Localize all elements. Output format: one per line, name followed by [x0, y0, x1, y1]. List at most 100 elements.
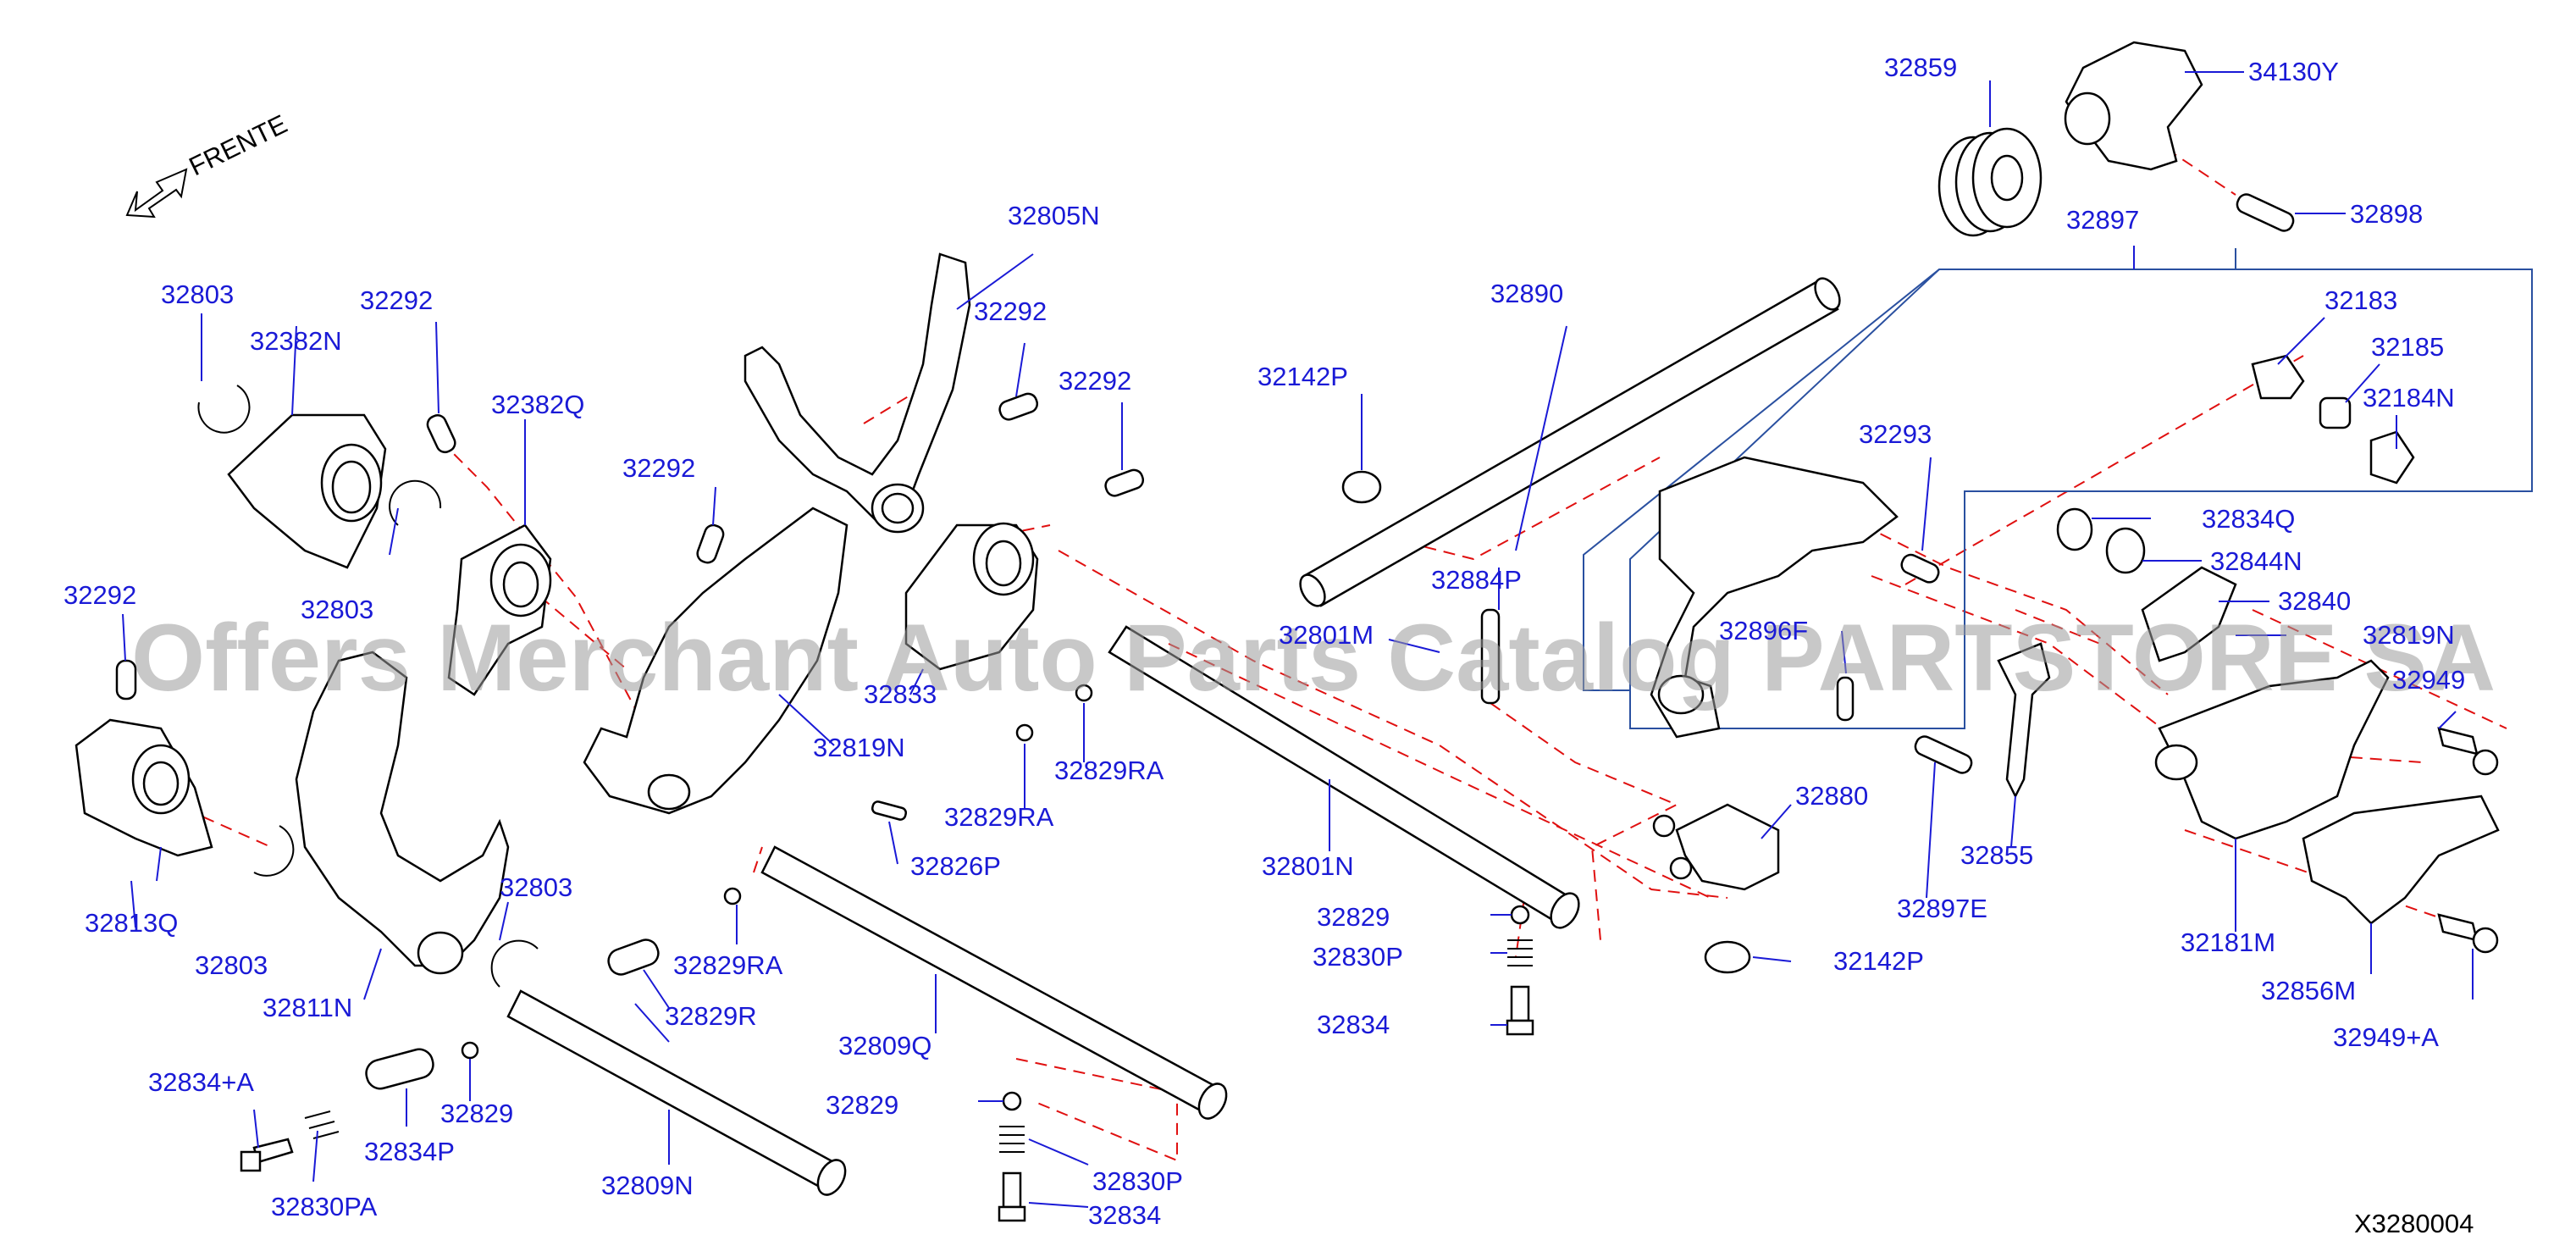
part-label: 32898 — [2350, 199, 2423, 229]
spring-icon — [1507, 939, 1533, 966]
detent-ball-icon — [1002, 1091, 1022, 1111]
rubber-boot-icon — [1938, 127, 2043, 237]
part-label: 32884P — [1431, 565, 1522, 595]
link-rod-icon — [1997, 642, 2051, 799]
part-label: 32292 — [1059, 366, 1131, 396]
part-label: 32142P — [1258, 362, 1348, 391]
part-label: 32829 — [826, 1090, 898, 1120]
part-label: 32142P — [1833, 946, 1924, 976]
diagram-code: X3280004 — [2354, 1209, 2474, 1238]
part-label: 32292 — [64, 580, 136, 610]
part-label: 32859 — [1884, 53, 1957, 82]
bolt-icon — [2437, 727, 2479, 756]
part-label: 32826P — [910, 851, 1001, 881]
detent-block-icon — [1675, 803, 1780, 891]
part-label: 32830P — [1092, 1166, 1183, 1196]
part-label: 32897 — [2066, 205, 2139, 235]
part-label: 32293 — [1859, 419, 1932, 449]
part-label: 32844N — [2210, 546, 2302, 576]
part-label: 32834 — [1088, 1200, 1161, 1230]
part-label: 32811N — [263, 993, 352, 1022]
bolt-icon — [2369, 430, 2415, 485]
pin-icon — [871, 800, 908, 821]
shift-rod-icon — [760, 845, 1221, 1116]
bolt-head-icon — [2472, 927, 2499, 954]
part-label: 34130Y — [2248, 57, 2339, 86]
shift-fork-icon — [295, 651, 510, 967]
front-direction-arrow-icon — [125, 168, 188, 219]
pin-icon — [115, 659, 137, 700]
bushing-icon — [2056, 507, 2093, 551]
part-label: 32801M — [1279, 620, 1374, 650]
bolt-head-icon — [2472, 749, 2499, 776]
plug-icon — [365, 1048, 434, 1090]
part-label: 32829 — [1317, 902, 1390, 932]
pin-icon — [1914, 735, 1973, 774]
part-label: 32840 — [2278, 586, 2351, 616]
bushing-icon — [2105, 527, 2146, 574]
part-label: 32855 — [1960, 840, 2033, 870]
front-direction-label: FRENTE — [185, 108, 292, 181]
part-label: 32801N — [1262, 851, 1354, 881]
spring-icon — [304, 1110, 340, 1139]
bolt-icon — [1002, 1171, 1022, 1209]
leader-lines — [122, 71, 2474, 1208]
part-label: 32819N — [2363, 620, 2455, 650]
plug-icon — [607, 939, 660, 976]
pin-icon — [696, 523, 725, 564]
bracket-icon — [2302, 795, 2500, 925]
part-label: 32292 — [360, 285, 433, 315]
part-label: 32949 — [2392, 665, 2465, 695]
retaining-ring-icon — [490, 939, 539, 988]
part-label: 32819N — [813, 733, 905, 762]
part-label: 32880 — [1795, 781, 1868, 811]
pin-icon — [1836, 676, 1855, 722]
parts-artwork — [75, 41, 2500, 1222]
part-label: 32949+A — [2333, 1022, 2439, 1052]
part-label: 32382Q — [491, 390, 584, 419]
bolt-icon — [1510, 985, 1530, 1022]
retaining-ring-icon — [389, 479, 442, 526]
part-label: 32181M — [2181, 928, 2275, 957]
roll-pin-icon — [2236, 193, 2295, 232]
pin-icon — [1104, 468, 1145, 497]
part-label: 32830PA — [271, 1192, 378, 1221]
assembly-group-box — [1583, 248, 2533, 729]
part-label: 32809Q — [838, 1031, 931, 1060]
part-label: 32805N — [1008, 201, 1100, 230]
pin-icon — [426, 414, 456, 454]
part-label: 32382N — [250, 326, 342, 356]
bracket-frame-icon — [2158, 659, 2390, 840]
part-label: 32292 — [622, 453, 695, 483]
detent-ball-icon — [461, 1041, 479, 1060]
retaining-ring-icon — [253, 825, 295, 877]
shift-fork-icon — [744, 252, 971, 527]
part-label: 32803 — [195, 950, 268, 980]
spring-icon — [999, 1126, 1025, 1153]
shift-fork-icon — [583, 507, 849, 815]
part-label: 32830P — [1313, 942, 1403, 972]
part-label: 32856M — [2261, 976, 2356, 1005]
part-label: 32185 — [2371, 332, 2444, 362]
pin-icon — [1480, 608, 1501, 705]
bushing-icon — [2251, 354, 2305, 400]
detent-ball-icon — [723, 887, 742, 905]
select-lever-icon — [2141, 566, 2237, 662]
part-label: 32803 — [500, 872, 572, 902]
part-label: 32829R — [665, 1001, 757, 1031]
detent-ball-icon — [1015, 723, 1034, 742]
detent-ball-icon — [1510, 905, 1530, 925]
plug-icon — [1341, 470, 1382, 504]
part-label: 32834Q — [2202, 504, 2295, 534]
pin-icon — [998, 392, 1039, 421]
retaining-ring-icon — [197, 385, 251, 434]
part-labels: 32859 34130Y 32898 32897 32890 32183 321… — [64, 53, 2465, 1230]
part-label: 32813Q — [85, 908, 178, 938]
part-label: 32829 — [440, 1099, 513, 1128]
pin-icon — [1900, 553, 1940, 584]
part-label: 32829RA — [1054, 756, 1164, 785]
detent-ball-icon — [1075, 684, 1093, 702]
part-label: 32896F — [1719, 616, 1808, 645]
select-lever-icon — [1650, 456, 1899, 739]
